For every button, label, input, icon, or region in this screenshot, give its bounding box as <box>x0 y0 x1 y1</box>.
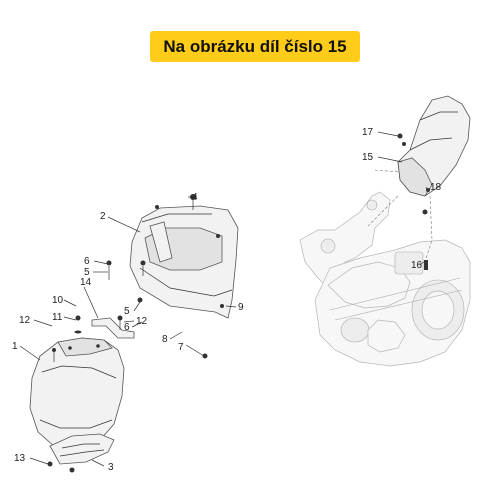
callout-3: 3 <box>108 462 114 473</box>
callout-labels: 1 2 3 4 5 5 6 6 7 8 9 10 11 12 12 13 14 … <box>12 127 442 473</box>
callout-12a: 12 <box>19 315 31 326</box>
callout-1: 1 <box>12 341 18 352</box>
callout-15: 15 <box>362 152 374 163</box>
fasteners <box>47 133 428 473</box>
mudguard-bracket-part-3 <box>49 433 115 465</box>
callout-5b: 5 <box>124 306 130 317</box>
rear-mudguard-part-15 <box>367 95 471 263</box>
front-mudguard-part-1 <box>29 337 125 449</box>
callout-18: 18 <box>430 182 442 193</box>
callout-2: 2 <box>100 211 106 222</box>
callout-12b: 12 <box>136 316 148 327</box>
callout-4: 4 <box>192 192 198 203</box>
callout-14: 14 <box>80 277 92 288</box>
callout-8: 8 <box>162 334 168 345</box>
inner-shield-part-2 <box>129 205 239 319</box>
callout-16: 16 <box>411 260 423 271</box>
callout-9: 9 <box>238 302 244 313</box>
callout-6b: 6 <box>124 322 130 333</box>
callout-17: 17 <box>362 127 374 138</box>
callout-11: 11 <box>52 312 63 323</box>
callout-13: 13 <box>14 453 26 464</box>
part-title-banner: Na obrázku díl číslo 15 <box>150 31 360 62</box>
part-title: Na obrázku díl číslo 15 <box>163 36 347 56</box>
callout-6a: 6 <box>84 256 90 267</box>
callout-5a: 5 <box>84 267 90 278</box>
callout-10: 10 <box>52 295 64 306</box>
engine-assembly <box>299 191 471 367</box>
bracket-part-14 <box>91 317 135 339</box>
callout-7: 7 <box>178 342 184 353</box>
leader-lines <box>19 131 429 467</box>
